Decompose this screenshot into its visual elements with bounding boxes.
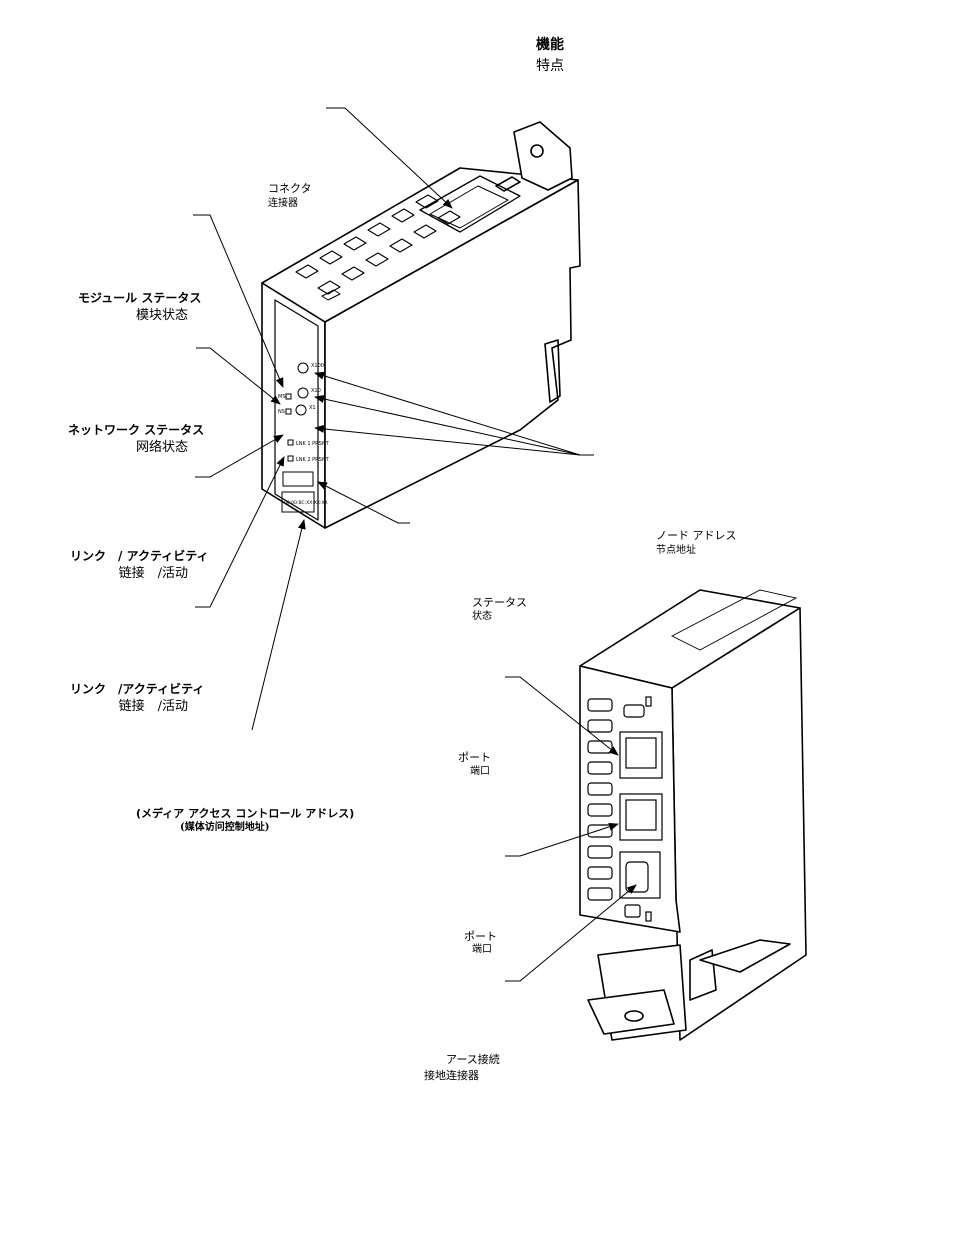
front-text-link1: LNK 1 PRSNT <box>296 441 330 447</box>
front-text-mod-led: MS <box>278 394 286 400</box>
module-front-view <box>262 122 580 528</box>
front-text-link2: LNK 2 PRSNT <box>296 457 330 463</box>
front-text-switch1: X100 <box>311 363 324 369</box>
front-text-switch2: X10 <box>311 388 321 394</box>
module-rear-view <box>580 590 806 1040</box>
front-text-mac: 00:00:BC:XX:XX:XX <box>284 500 328 506</box>
front-text-switch3: X1 <box>309 405 316 411</box>
mac-leader <box>252 520 304 730</box>
front-text-net-led: NS <box>278 409 285 415</box>
